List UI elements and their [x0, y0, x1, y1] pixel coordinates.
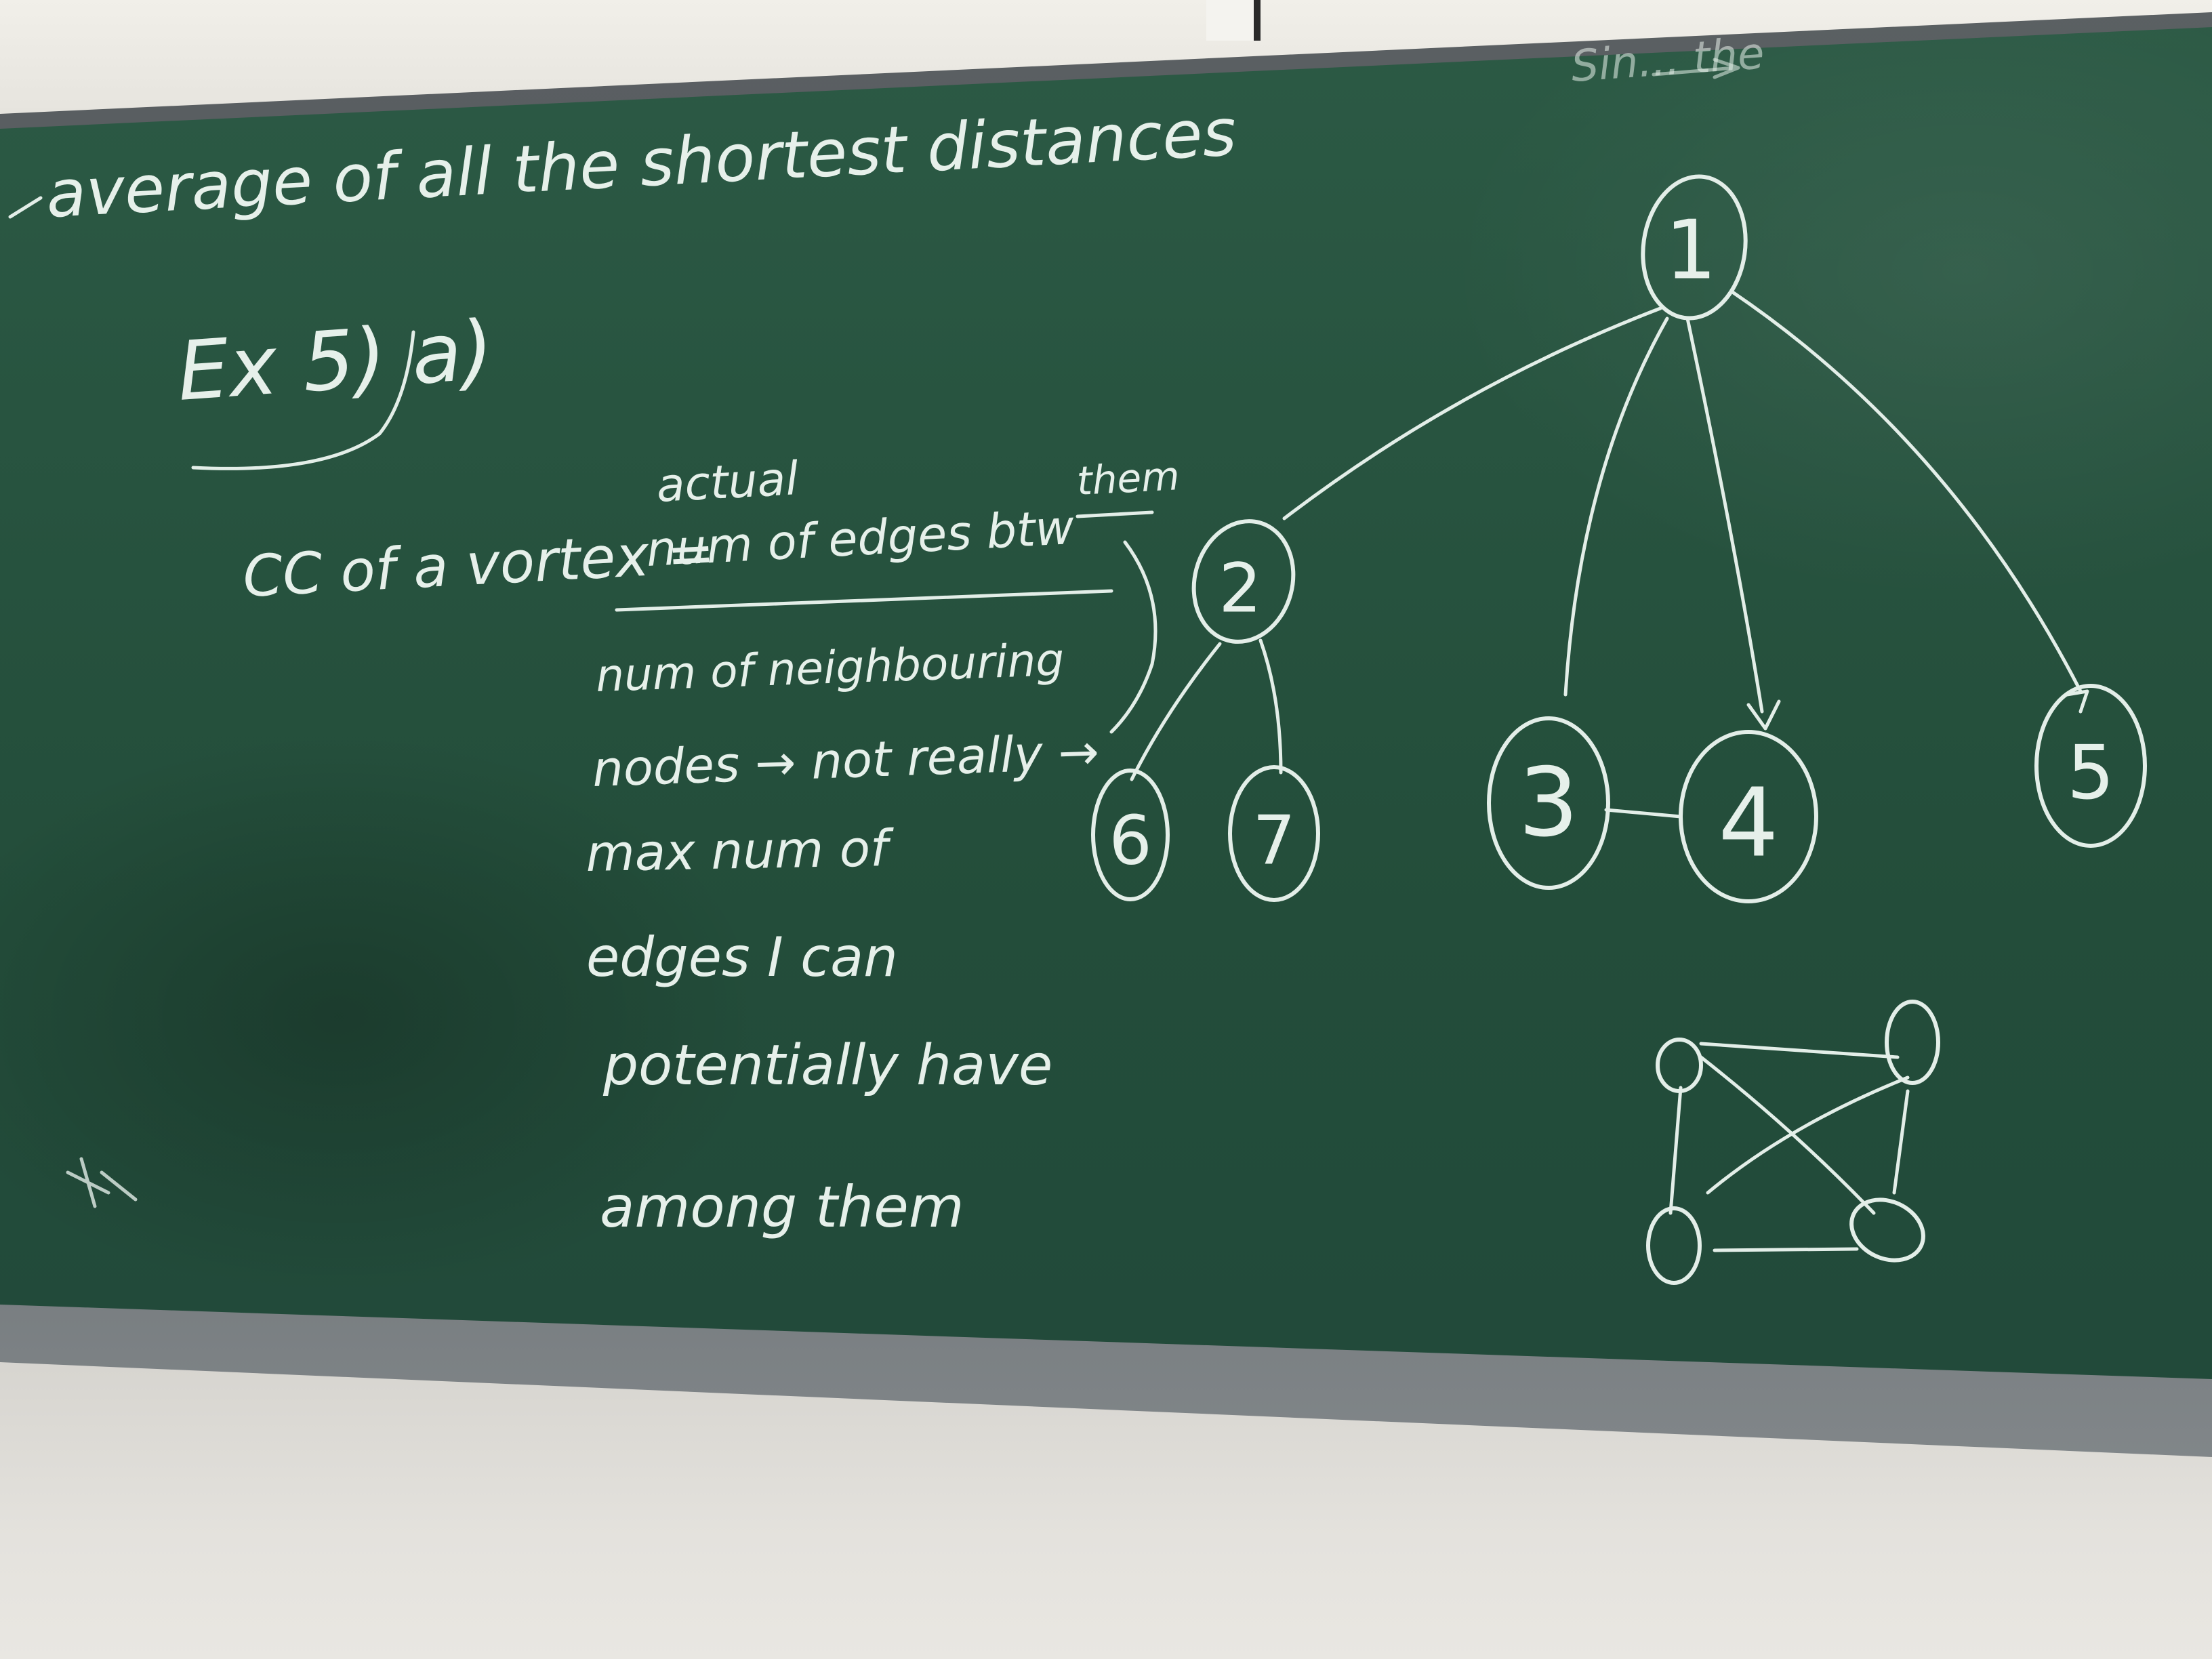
line-potentially: potentially have: [602, 1033, 1052, 1098]
k4-node-a: [1656, 1038, 1703, 1093]
node-5: 5: [2034, 684, 2147, 848]
tree-graph: 1 2 3 4 5 6 7: [1091, 174, 2147, 903]
k4-edge-b-c: [1706, 1076, 1910, 1195]
node-4: 4: [1679, 730, 1818, 903]
left-mark: [66, 1157, 138, 1208]
edge-2-6: [1130, 642, 1222, 781]
edge-1-2: [1282, 306, 1662, 520]
k4-edge-b-d: [1892, 1089, 1910, 1195]
node-3-label: 3: [1518, 748, 1578, 859]
node-6-label: 6: [1109, 801, 1152, 880]
top-arrow: [1652, 58, 1740, 79]
numerator-top-right-word: them: [1076, 453, 1181, 504]
edge-1-5: [1729, 289, 2083, 693]
k4-edge-a-c: [1668, 1086, 1683, 1215]
bracket: [1109, 540, 1158, 734]
arrow-head-5: [2065, 689, 2089, 714]
formula-denominator: num of neighbouring: [595, 634, 1065, 702]
node-6: 6: [1091, 769, 1170, 901]
line-nodes: nodes → not really →: [592, 723, 1100, 798]
them-overline: [1076, 510, 1154, 518]
arrow-head-4: [1746, 699, 1781, 731]
numerator-top-word: actual: [655, 452, 800, 513]
node-5-label: 5: [2067, 729, 2114, 816]
node-1-label: 1: [1665, 204, 1717, 298]
node-2: 2: [1191, 519, 1296, 644]
edge-1-3: [1563, 316, 1669, 697]
exercise-underline: [191, 330, 415, 470]
node-4-label: 4: [1718, 769, 1778, 879]
edge-3-4: [1604, 808, 1683, 819]
formula-numerator: num of edges btw: [645, 499, 1076, 577]
node-3: 3: [1487, 716, 1610, 890]
k4-node-b: [1885, 1000, 1940, 1085]
node-2-label: 2: [1218, 549, 1262, 628]
fraction-bar: [615, 589, 1113, 612]
exercise-label: Ex 5) a): [174, 304, 496, 419]
heading-text: average of all the shortest distances: [44, 94, 1237, 232]
top-right-fragment: Sin... the: [1570, 28, 1766, 92]
edge-2-7: [1258, 638, 1283, 775]
line-among: among them: [600, 1174, 964, 1240]
line-edges: edges I can: [586, 926, 898, 989]
line-max: max num of: [586, 819, 895, 883]
edge-1-4: [1685, 316, 1764, 714]
node-1: 1: [1641, 174, 1748, 321]
node-7-label: 7: [1252, 801, 1296, 880]
node-7: 7: [1228, 765, 1320, 902]
complete-graph: [1646, 1000, 1940, 1285]
board-clip: [1206, 0, 1261, 41]
heading-arrow: [8, 196, 43, 219]
k4-node-d: [1849, 1197, 1925, 1263]
k4-node-c: [1646, 1206, 1702, 1285]
k4-edge-c-d: [1713, 1247, 1859, 1252]
k4-edge-a-b: [1699, 1042, 1900, 1059]
